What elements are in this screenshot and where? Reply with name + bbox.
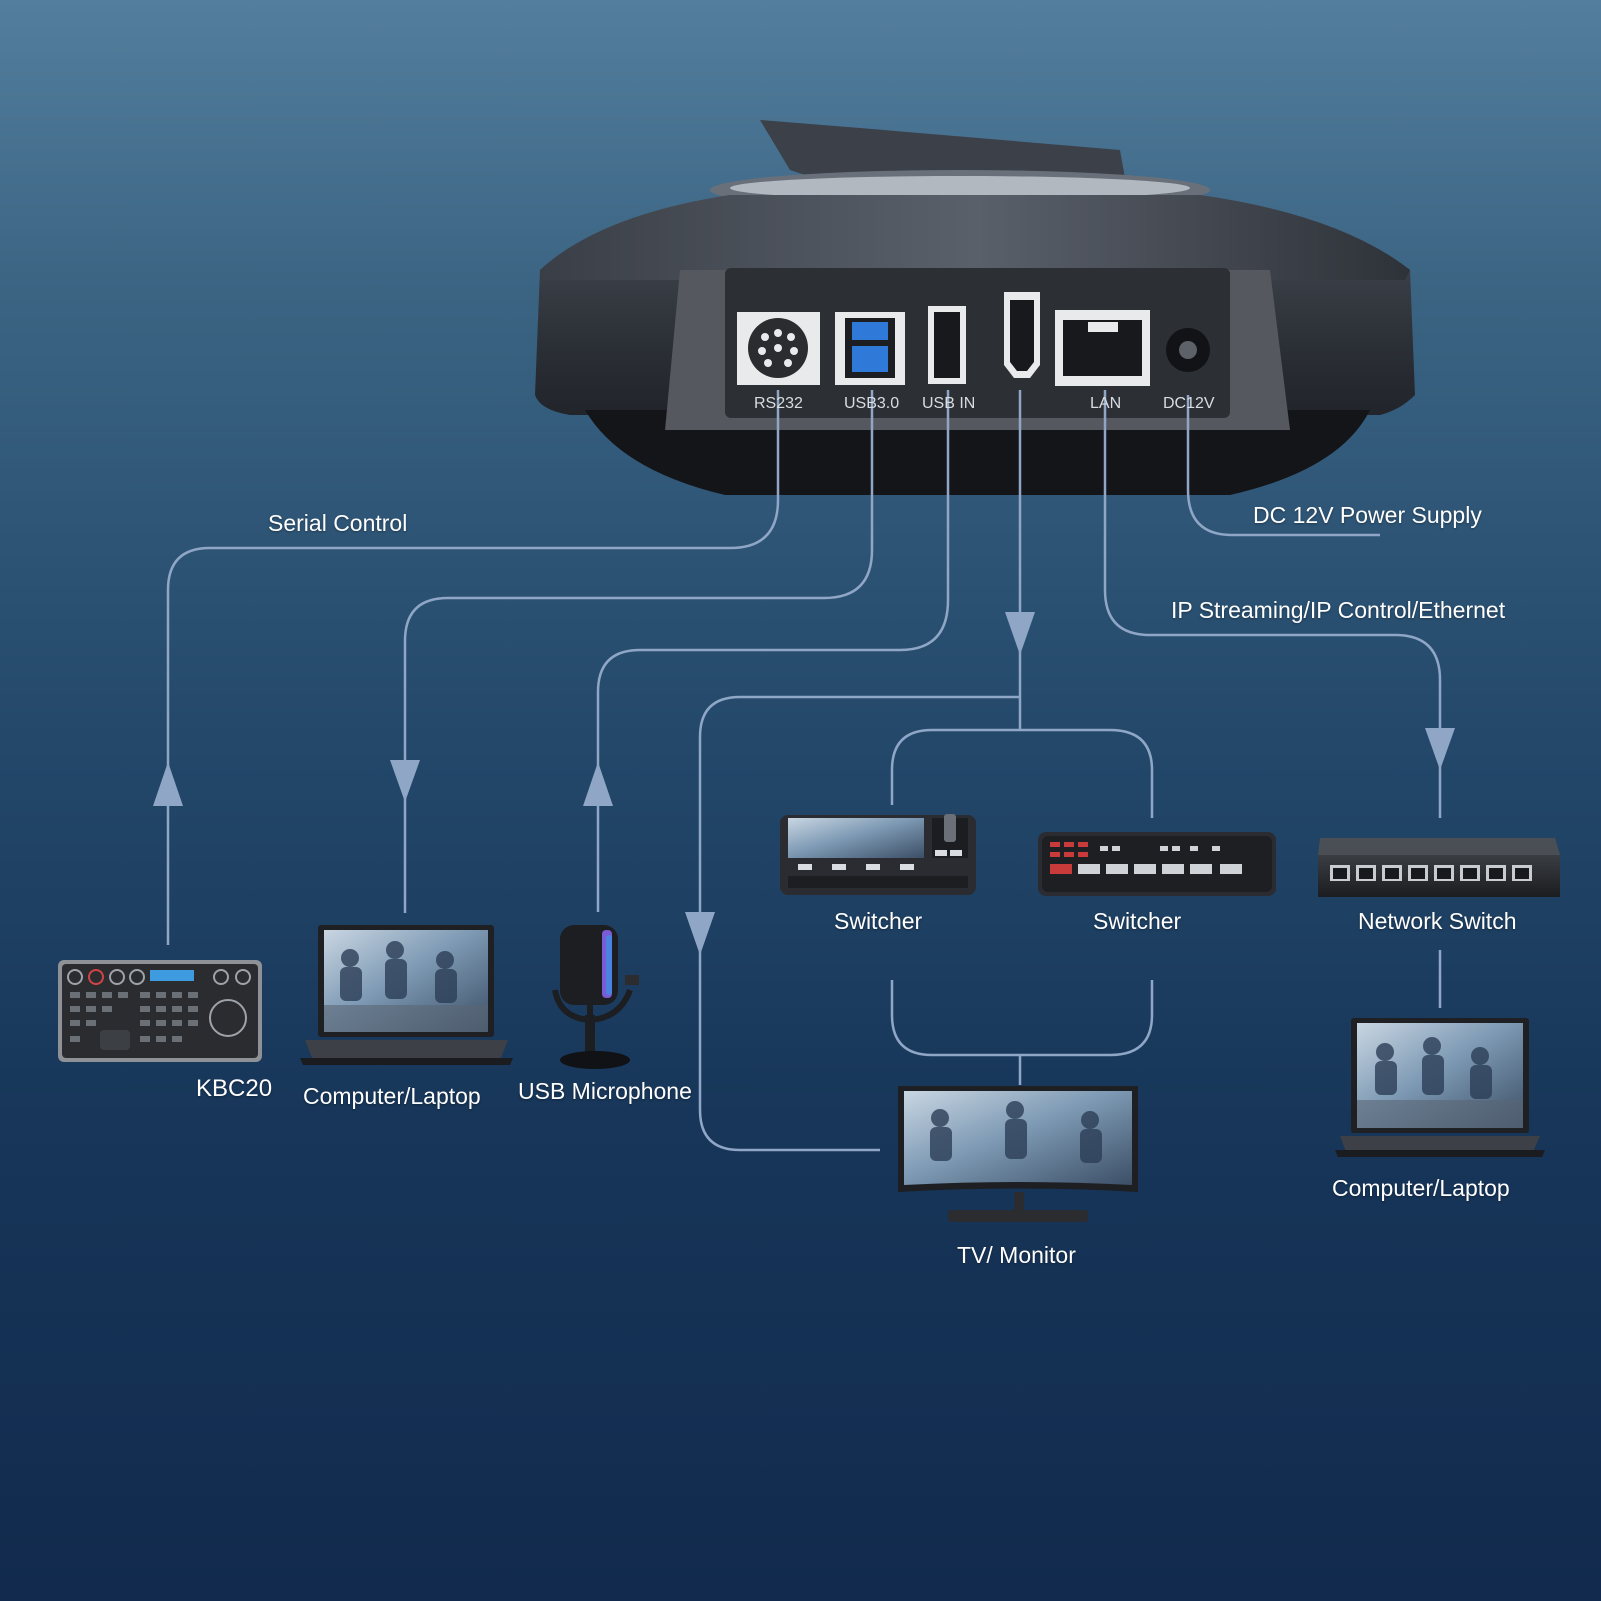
label-kbc20: KBC20	[196, 1075, 273, 1102]
laptop-right	[1335, 1018, 1545, 1157]
hdmi-port	[1004, 292, 1040, 378]
label-usb-microphone: USB Microphone	[518, 1078, 692, 1104]
arrow-down-hdmi	[1005, 612, 1035, 655]
arrows	[153, 612, 1455, 955]
arrow-down-network	[1425, 728, 1455, 770]
usb-in-port	[928, 306, 966, 384]
rs232-port	[737, 312, 820, 385]
label-tv-monitor: TV/ Monitor	[957, 1242, 1076, 1268]
port-label-usb30: USB3.0	[844, 395, 900, 412]
network-switch	[1318, 838, 1560, 897]
port-label-rs232: RS232	[754, 395, 803, 412]
laptop-left	[300, 925, 513, 1065]
port-label-usb-in: USB IN	[922, 395, 976, 412]
label-switcher-2: Switcher	[1093, 908, 1182, 934]
line-usb30	[403, 390, 874, 913]
arrow-down-laptop	[390, 760, 420, 802]
arrow-up-microphone	[583, 762, 613, 806]
line-hdmi-switchers	[890, 728, 1154, 818]
arrow-up-kbc20	[153, 762, 183, 806]
ptz-camera	[535, 120, 1415, 495]
dc12v-port	[1166, 328, 1210, 372]
switcher-2	[1038, 832, 1276, 896]
line-dc-power	[1186, 395, 1380, 537]
switcher-1	[780, 814, 976, 895]
label-switcher-1: Switcher	[834, 908, 923, 934]
lan-port	[1055, 310, 1150, 386]
label-serial-control: Serial Control	[268, 510, 408, 536]
usb-microphone	[552, 925, 639, 1069]
tv-monitor	[898, 1086, 1138, 1222]
arrow-down-monitor	[685, 912, 715, 955]
port-label-lan: LAN	[1090, 395, 1122, 412]
line-switchers-monitor	[890, 980, 1154, 1057]
label-dc-power: DC 12V Power Supply	[1253, 502, 1482, 528]
usb30-port	[835, 312, 905, 385]
label-network-switch: Network Switch	[1358, 908, 1517, 934]
kbc20-controller	[58, 960, 262, 1062]
line-serial-control	[166, 390, 780, 945]
connection-lines	[166, 390, 1442, 1152]
line-usb-in	[596, 390, 950, 912]
label-laptop-left: Computer/Laptop	[303, 1083, 481, 1109]
label-ip-streaming: IP Streaming/IP Control/Ethernet	[1171, 597, 1506, 623]
label-laptop-right: Computer/Laptop	[1332, 1175, 1510, 1201]
port-label-dc12v: DC12V	[1163, 395, 1215, 412]
line-lan	[1103, 390, 1442, 818]
